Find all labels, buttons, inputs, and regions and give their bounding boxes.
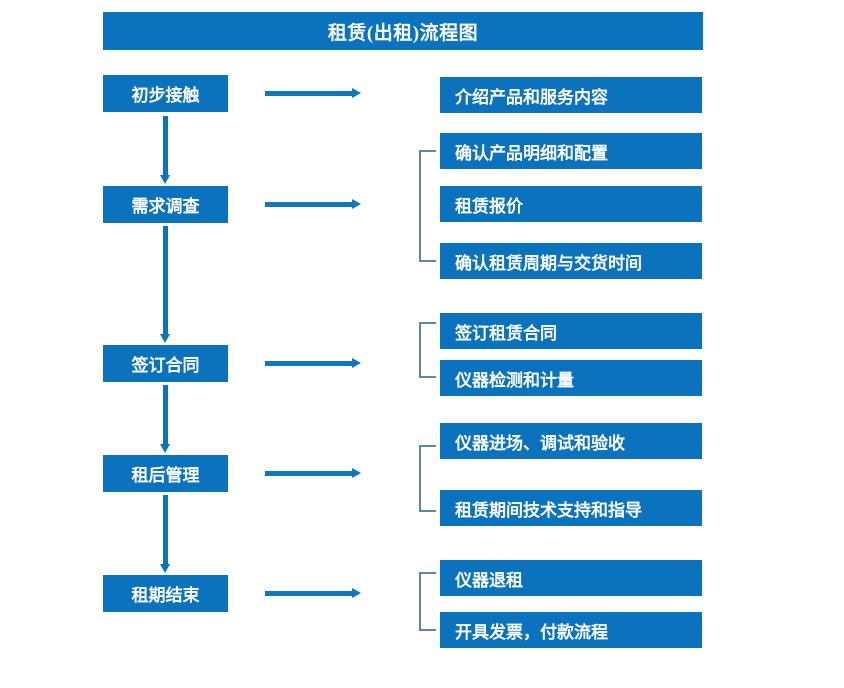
right-arrow-1 [265, 88, 361, 99]
detail-box-3-2[interactable]: 仪器检测和计量 [440, 360, 702, 396]
right-arrow-2 [265, 199, 361, 210]
detail-box-1-1[interactable]: 介绍产品和服务内容 [440, 77, 702, 113]
stage-box-1[interactable]: 初步接触 [103, 75, 228, 112]
stage-box-4[interactable]: 租后管理 [103, 455, 228, 492]
stage-box-3[interactable]: 签订合同 [103, 345, 228, 382]
group-bracket-3 [419, 322, 436, 378]
stage-box-5[interactable]: 租期结束 [103, 575, 228, 612]
down-arrow-4 [160, 495, 171, 573]
chart-title: 租赁(出租)流程图 [103, 12, 703, 50]
down-arrow-3 [160, 385, 171, 453]
group-bracket-4 [419, 445, 436, 512]
detail-box-2-2[interactable]: 租赁报价 [440, 186, 702, 222]
right-arrow-3 [265, 358, 361, 369]
detail-box-4-2[interactable]: 租赁期间技术支持和指导 [440, 490, 702, 526]
detail-box-2-1[interactable]: 确认产品明细和配置 [440, 133, 702, 169]
down-arrow-2 [160, 226, 171, 343]
detail-box-4-1[interactable]: 仪器进场、调试和验收 [440, 423, 702, 459]
stage-box-2[interactable]: 需求调查 [103, 186, 228, 223]
group-bracket-5 [419, 572, 436, 631]
detail-box-5-1[interactable]: 仪器退租 [440, 560, 702, 596]
detail-box-3-1[interactable]: 签订租赁合同 [440, 313, 702, 349]
down-arrow-1 [160, 116, 171, 184]
right-arrow-4 [265, 468, 361, 479]
detail-box-5-2[interactable]: 开具发票，付款流程 [440, 612, 702, 648]
right-arrow-5 [265, 588, 361, 599]
group-bracket-2 [419, 150, 436, 262]
detail-box-2-3[interactable]: 确认租赁周期与交货时间 [440, 243, 702, 279]
